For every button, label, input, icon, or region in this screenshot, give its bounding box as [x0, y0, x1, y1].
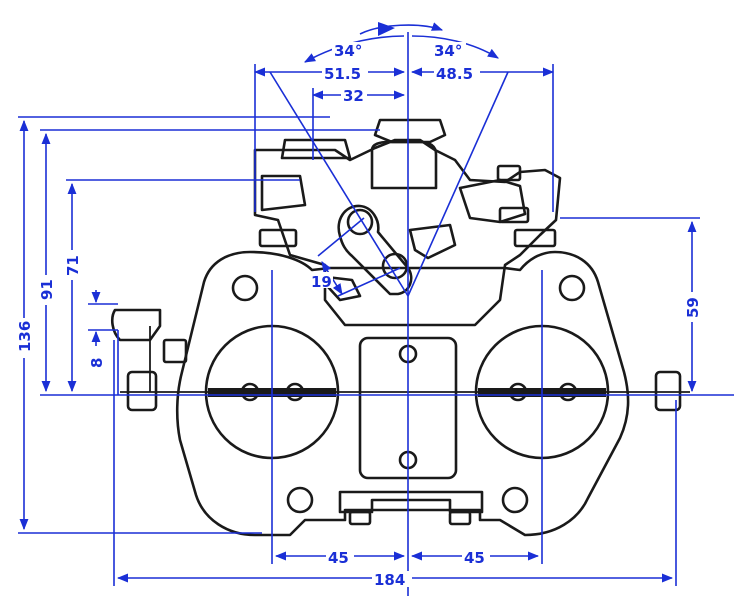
label-8: 8	[88, 358, 106, 368]
label-91: 91	[38, 279, 56, 300]
carburetor-body	[110, 118, 690, 537]
label-45-left: 45	[328, 549, 349, 567]
bolt-hole-bottom-right	[501, 486, 529, 514]
label-angle-left: 34°	[334, 42, 362, 60]
label-184: 184	[374, 571, 405, 589]
label-45-right: 45	[464, 549, 485, 567]
bolt-hole-top-right	[558, 274, 586, 302]
fuel-union	[373, 118, 447, 144]
label-59: 59	[684, 297, 702, 318]
label-51-5: 51.5	[324, 65, 361, 83]
label-19: 19	[311, 273, 332, 291]
shaft-end-left	[126, 370, 158, 412]
label-32: 32	[343, 87, 364, 105]
mounting-flange	[175, 250, 630, 537]
label-136: 136	[16, 321, 34, 352]
label-48-5: 48.5	[436, 65, 473, 83]
shaft-end-right	[654, 370, 682, 412]
side-lever	[110, 308, 162, 342]
bolt-hole-bottom-left	[286, 486, 314, 514]
label-71: 71	[64, 255, 82, 276]
bolt-hole-top-left	[231, 274, 259, 302]
dimension-labels: 34° 34° 51.5 48.5 32 19 136 91 71 8 59 4…	[14, 42, 702, 589]
label-angle-right: 34°	[434, 42, 462, 60]
